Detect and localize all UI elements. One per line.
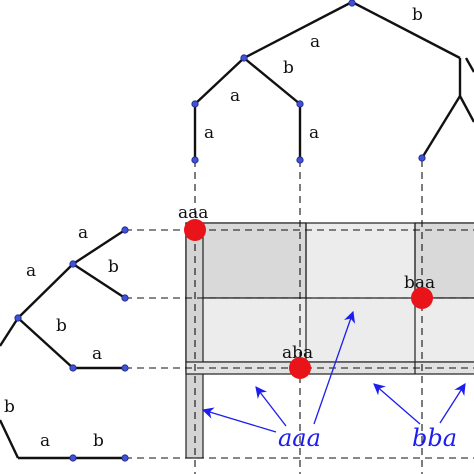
edge-label: b: [56, 316, 67, 336]
left-tree-edge: [17, 317, 74, 369]
tree-node: [69, 364, 77, 372]
top-tree-edge: [458, 95, 474, 123]
arrow: [373, 383, 421, 425]
edge-label: a: [309, 123, 319, 143]
tree-node: [69, 260, 77, 268]
tree-node: [121, 294, 129, 302]
cell-label-aba: aba: [282, 343, 313, 363]
tree-node: [14, 314, 22, 322]
edge-label: a: [204, 123, 214, 143]
edge-label: b: [4, 397, 15, 417]
tree-node: [296, 100, 304, 108]
left-tree-edge: [0, 419, 20, 459]
tree-node: [418, 154, 426, 162]
grid-cell-top-right: [414, 222, 474, 299]
annotation-bba: bba: [412, 424, 457, 452]
arrow: [255, 386, 287, 427]
tree-node: [240, 54, 248, 62]
arrow: [439, 383, 466, 424]
red-dot: [184, 219, 206, 241]
cell-label-baa: baa: [404, 273, 435, 293]
left-tree: a b a b a b a b: [0, 223, 129, 462]
grid-row-band: [185, 297, 474, 363]
highlighted-cells: aaa baa aba: [178, 203, 435, 379]
annotation-aaa: aaa: [278, 424, 321, 452]
red-dot: [411, 287, 433, 309]
grid-cell-top-left: [185, 222, 307, 299]
top-tree-edge: [194, 57, 245, 105]
product-grid: [185, 222, 474, 459]
edge-label: b: [412, 5, 423, 25]
arrow: [313, 310, 356, 425]
tree-node: [191, 156, 199, 164]
top-tree-edge: [243, 57, 301, 105]
edge-label: b: [108, 257, 119, 277]
edge-label: a: [26, 261, 36, 281]
annotation-arrows: [201, 310, 466, 433]
top-tree-edge: [420, 95, 462, 159]
tree-node: [69, 454, 77, 462]
top-tree-edge: [464, 57, 474, 73]
left-tree-edge: [72, 262, 126, 300]
top-tree-edge: [243, 0, 353, 60]
tree-node: [121, 226, 129, 234]
arrow: [201, 407, 277, 433]
top-tree: b a b a a a: [191, 0, 474, 164]
edge-label: a: [310, 32, 320, 52]
edge-label: b: [93, 431, 104, 451]
tree-node: [121, 364, 129, 372]
left-tree-edge: [0, 317, 20, 347]
edge-label: b: [283, 58, 294, 78]
tree-node: [191, 100, 199, 108]
tree-node: [348, 0, 356, 7]
tree-node: [296, 156, 304, 164]
left-tree-edge: [72, 228, 126, 266]
red-dot: [289, 357, 311, 379]
cell-label-aaa: aaa: [178, 203, 208, 223]
edge-label: a: [230, 86, 240, 106]
tree-node: [121, 454, 129, 462]
edge-label: a: [40, 431, 50, 451]
left-tree-edge: [17, 263, 74, 319]
edge-label: a: [92, 344, 102, 364]
edge-label: a: [78, 223, 88, 243]
top-tree-edge: [351, 0, 461, 60]
